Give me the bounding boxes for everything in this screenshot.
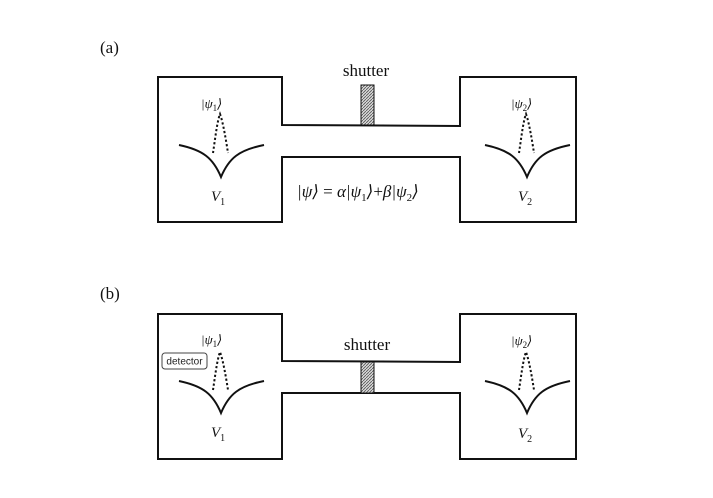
panel-b-wavefunction-right bbox=[518, 349, 535, 391]
panel-b-potential-right: V2 bbox=[518, 426, 532, 445]
panel-a-wavefunction-right bbox=[518, 111, 535, 154]
panel-a-double-well-outline bbox=[157, 76, 577, 223]
panel-b-label: (b) bbox=[100, 284, 120, 303]
panel-a-potential-well-right bbox=[484, 144, 571, 180]
svg-text:|ψ2⟩: |ψ2⟩ bbox=[511, 96, 532, 113]
panel-a: (a) shutter |ψ1⟩ V1 |ψ2⟩ V2 |ψ⟩ = α|ψ1⟩+… bbox=[100, 38, 577, 223]
panel-b-detector-label: detector bbox=[166, 357, 203, 368]
svg-text:|ψ2⟩: |ψ2⟩ bbox=[511, 333, 532, 350]
panel-b-state-left: |ψ1⟩ bbox=[201, 332, 222, 349]
panel-b-shutter bbox=[360, 361, 375, 394]
panel-a-state-right: |ψ2⟩ bbox=[511, 96, 532, 113]
panel-a-state-left-sub: 1 bbox=[213, 103, 218, 113]
panel-a-state-left-psi: ψ bbox=[205, 96, 214, 111]
panel-b-wavefunction-left bbox=[212, 349, 229, 391]
panel-a-state-right-psi: ψ bbox=[515, 96, 524, 111]
panel-b-potential-left: V1 bbox=[211, 425, 225, 444]
panel-b-state-left-sub: 1 bbox=[213, 339, 218, 349]
panel-a-state-left: |ψ1⟩ bbox=[201, 96, 222, 113]
panel-b: (b) shutter detector |ψ1⟩ V1 |ψ2⟩ V2 bbox=[100, 284, 577, 460]
panel-a-superposition-equation: |ψ⟩ = α|ψ1⟩+β|ψ2⟩ bbox=[297, 182, 419, 204]
svg-text:|ψ1⟩: |ψ1⟩ bbox=[201, 332, 222, 349]
panel-b-state-right-sub: 2 bbox=[523, 340, 528, 350]
panel-b-detector: detector bbox=[161, 352, 208, 370]
panel-a-wavefunction-left bbox=[212, 111, 229, 154]
panel-a-potential-right: V2 bbox=[518, 189, 532, 208]
panel-a-state-right-sub: 2 bbox=[523, 103, 528, 113]
panel-b-state-right-psi: ψ bbox=[515, 333, 524, 348]
svg-text:|ψ1⟩: |ψ1⟩ bbox=[201, 96, 222, 113]
panel-b-shutter-label: shutter bbox=[344, 335, 391, 354]
panel-a-shutter bbox=[360, 84, 375, 126]
panel-a-potential-well-left bbox=[178, 144, 265, 180]
panel-b-detector-box bbox=[161, 352, 208, 370]
panel-a-label: (a) bbox=[100, 38, 119, 57]
panel-a-potential-left: V1 bbox=[211, 189, 225, 208]
panel-a-shutter-label: shutter bbox=[343, 61, 390, 80]
panel-b-double-well-outline bbox=[157, 313, 577, 460]
panel-b-state-right: |ψ2⟩ bbox=[511, 333, 532, 350]
panel-b-potential-well-left bbox=[178, 380, 265, 416]
panel-b-state-left-psi: ψ bbox=[205, 332, 214, 347]
panel-b-potential-well-right bbox=[484, 380, 571, 416]
